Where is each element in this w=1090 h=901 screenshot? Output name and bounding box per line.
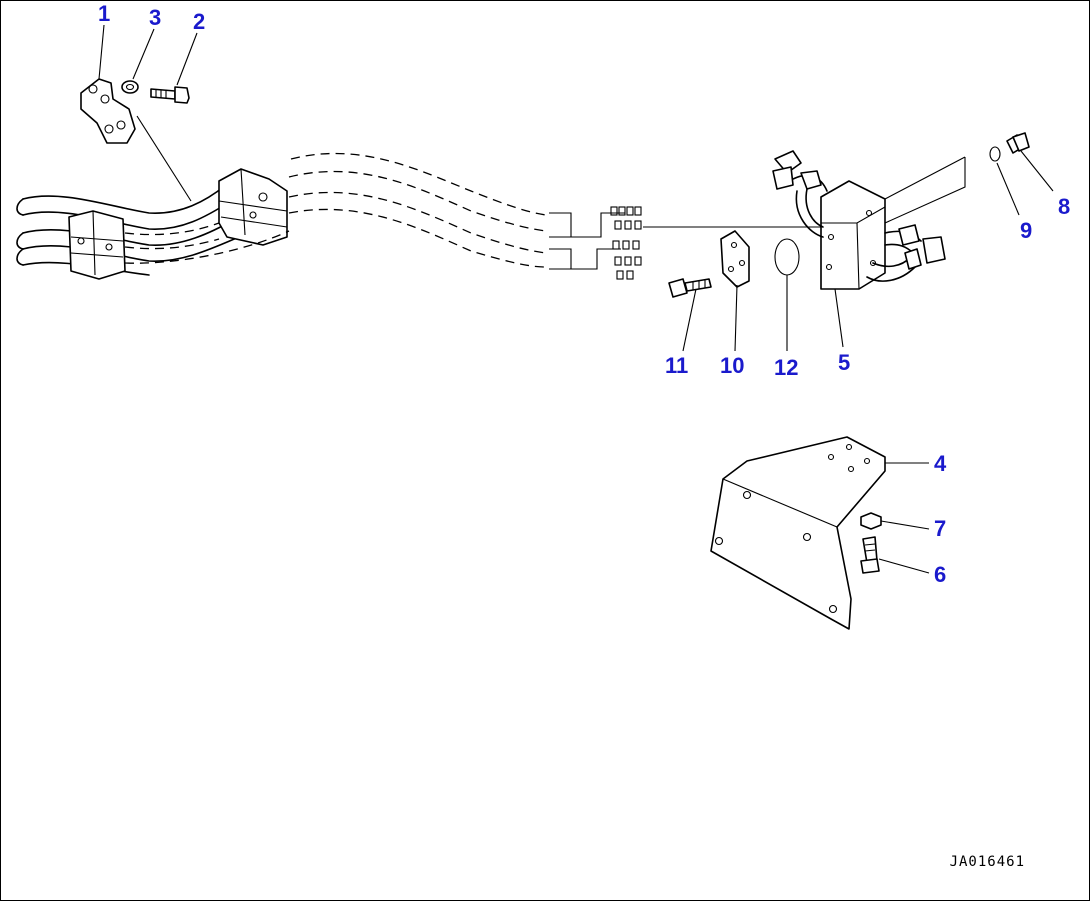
callout-10: 10 xyxy=(720,353,745,378)
callout-3: 3 xyxy=(149,5,162,30)
part-4-bracket xyxy=(710,436,886,630)
part-5-valve-block xyxy=(772,150,946,290)
hose-bundle xyxy=(16,152,821,280)
drawing-id: JA016461 xyxy=(949,854,1025,870)
callout-12: 12 xyxy=(774,355,799,380)
callout-8: 8 xyxy=(1058,194,1071,219)
part-11-bolt xyxy=(668,278,712,298)
callout-9: 9 xyxy=(1020,218,1033,243)
callout-1: 1 xyxy=(98,1,111,26)
part-9-o-ring xyxy=(989,146,1001,162)
part-2-bolt xyxy=(150,86,190,104)
part-3-washer xyxy=(121,80,139,94)
callout-5: 5 xyxy=(838,350,851,375)
callout-2: 2 xyxy=(193,9,206,34)
callout-6: 6 xyxy=(934,562,947,587)
part-8-fitting xyxy=(1006,132,1030,154)
callout-7: 7 xyxy=(934,516,947,541)
part-6-bolt xyxy=(860,536,880,574)
part-10-flange xyxy=(720,230,750,288)
part-7-nut xyxy=(860,512,882,530)
part-12-gasket xyxy=(774,238,800,276)
callout-11: 11 xyxy=(665,353,689,378)
part-1-clamp-plate xyxy=(80,78,136,144)
callout-4: 4 xyxy=(934,451,947,476)
